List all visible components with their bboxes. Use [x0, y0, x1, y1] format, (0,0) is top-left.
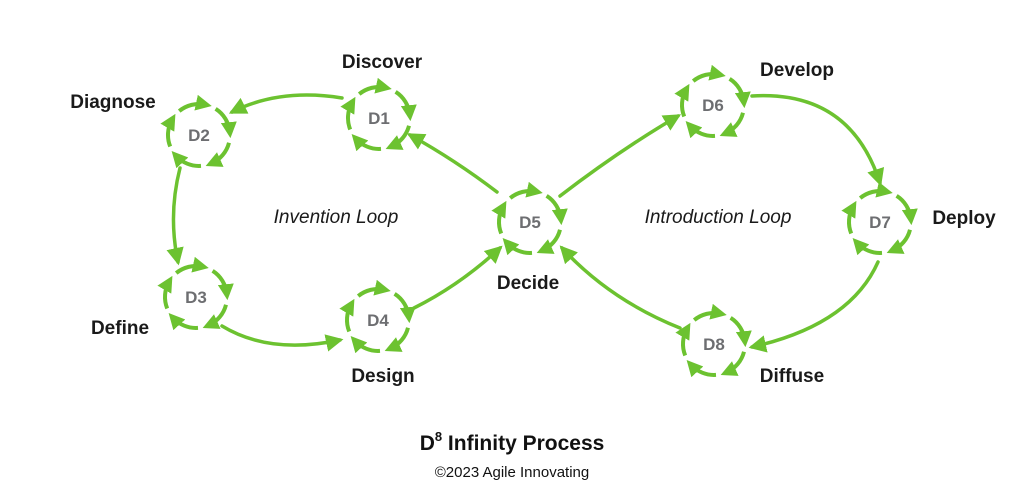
node-label: D5: [519, 213, 541, 232]
stage-label-deploy: Deploy: [932, 208, 996, 229]
cycle-arrow-icon: [895, 194, 918, 226]
cycle-arrow-icon: [886, 229, 912, 254]
edges-layer: [166, 93, 885, 353]
cycle-arrow-icon: [858, 181, 893, 200]
cycle-arrow-icon: [356, 279, 391, 298]
cycle-arrow-icon: [205, 142, 231, 167]
edge-d3-to-d4: [220, 324, 344, 352]
cycle-arrow-icon: [357, 77, 392, 96]
cycle-arrow-icon: [719, 112, 745, 137]
edge-d5-to-d6: [558, 114, 682, 198]
cycle-arrow-icon: [339, 298, 355, 333]
node-d1: D1 Discover: [340, 52, 423, 152]
cycle-arrow-icon: [393, 292, 416, 324]
stage-label-diffuse: Diffuse: [760, 366, 824, 387]
cycle-arrow-icon: [214, 107, 237, 139]
cycle-arrow-icon: [675, 322, 691, 357]
node-label: D6: [702, 96, 724, 115]
cycle-arrow-icon: [350, 335, 381, 354]
copyright-text: ©2023 Agile Innovating: [435, 464, 590, 481]
node-label: D3: [185, 288, 207, 307]
cycle-arrow-icon: [340, 96, 356, 131]
node-d6: D6 Develop: [674, 60, 834, 139]
cycle-arrow-icon: [841, 200, 857, 235]
stage-label-discover: Discover: [342, 52, 423, 73]
cycle-arrow-icon: [211, 269, 234, 301]
cycle-arrow-icon: [729, 316, 752, 348]
node-d2: D2 Diagnose: [70, 92, 237, 169]
cycle-arrow-icon: [351, 133, 382, 152]
cycle-arrow-icon: [174, 256, 209, 275]
cycle-arrow-icon: [508, 181, 543, 200]
cycle-arrow-icon: [728, 77, 751, 109]
cycle-arrow-icon: [502, 237, 533, 256]
node-label: D1: [368, 109, 390, 128]
cycle-arrow-icon: [691, 64, 726, 83]
edge-d7-to-d8: [748, 260, 880, 353]
cycle-arrow-icon: [491, 200, 507, 235]
cycle-arrow-icon: [385, 125, 411, 150]
node-label: D2: [188, 126, 210, 145]
node-d7: D7 Deploy: [841, 181, 996, 256]
edge-d4-to-d5: [412, 245, 503, 310]
cycle-arrow-icon: [177, 94, 212, 113]
cycle-arrow-icon: [171, 150, 202, 169]
invention-loop-label: Invention Loop: [274, 207, 399, 228]
introduction-loop-label: Introduction Loop: [645, 207, 792, 228]
cycle-arrow-icon: [536, 229, 562, 254]
edge-d5-to-d1: [406, 133, 499, 194]
edge-d2-to-d3: [166, 166, 184, 266]
stage-label-decide: Decide: [497, 273, 559, 294]
cycle-arrow-icon: [720, 351, 746, 376]
edge-d8-to-d5: [559, 245, 682, 330]
cycle-arrow-icon: [160, 113, 176, 148]
cycle-arrow-icon: [394, 90, 417, 122]
diagram-title: D8 Infinity Process: [420, 429, 605, 455]
cycle-arrow-icon: [202, 304, 228, 329]
stage-label-diagnose: Diagnose: [70, 92, 156, 113]
cycle-arrow-icon: [157, 275, 173, 310]
cycle-arrow-icon: [686, 359, 717, 378]
edge-d1-to-d2: [228, 93, 344, 114]
cycle-arrow-icon: [545, 194, 568, 226]
node-label: D8: [703, 335, 725, 354]
node-label: D7: [869, 213, 891, 232]
cycle-arrow-icon: [685, 120, 716, 139]
stage-label-design: Design: [351, 366, 414, 387]
cycle-arrow-icon: [692, 303, 727, 322]
stage-label-define: Define: [91, 318, 149, 339]
title-superscript: 8: [435, 429, 442, 444]
cycle-arrow-icon: [852, 237, 883, 256]
cycle-arrow-icon: [384, 327, 410, 352]
node-label: D4: [367, 311, 389, 330]
title-d: D: [420, 432, 435, 455]
cycle-arrow-icon: [168, 312, 199, 331]
edge-d6-to-d7: [750, 93, 885, 187]
stage-label-develop: Develop: [760, 60, 834, 81]
title-rest: Infinity Process: [442, 432, 604, 455]
cycle-arrow-icon: [674, 83, 690, 118]
